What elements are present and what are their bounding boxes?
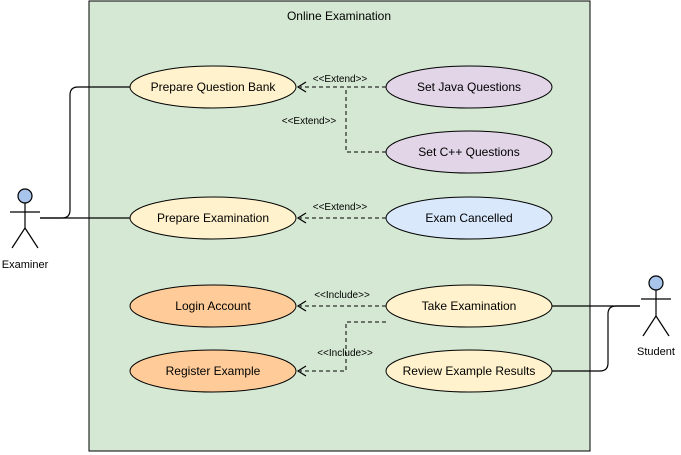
include-login-label: <<Include>> (314, 290, 370, 301)
student-to-review-results-link (551, 305, 640, 372)
use-case-review-example-results[interactable]: Review Example Results (385, 349, 553, 393)
extend-cancel-label: <<Extend>> (313, 202, 368, 213)
system-title: Online Examination (287, 9, 391, 23)
extend-cpp-label: <<Extend>> (282, 116, 337, 127)
include-register-link (300, 321, 386, 372)
actor-label: Student (637, 346, 675, 358)
extend-java-label: <<Extend>> (313, 74, 368, 85)
use-case-set-java-questions[interactable]: Set Java Questions (385, 65, 553, 109)
stick-figure-icon (641, 275, 671, 337)
extend-cancel-arrowhead (296, 212, 307, 224)
use-case-label: Set C++ Questions (418, 145, 519, 159)
use-case-label: Set Java Questions (417, 80, 521, 94)
actor-student[interactable]: Student (637, 275, 675, 358)
use-case-label: Review Example Results (403, 364, 536, 378)
extend-java-arrowhead (296, 81, 307, 93)
use-case-label: Register Example (166, 364, 261, 378)
use-case-exam-cancelled[interactable]: Exam Cancelled (385, 196, 553, 240)
include-register-arrowhead (296, 365, 307, 377)
use-case-prepare-question-bank[interactable]: Prepare Question Bank (129, 65, 297, 109)
use-case-take-examination[interactable]: Take Examination (385, 284, 553, 328)
actor-label: Examiner (2, 259, 49, 271)
stick-figure-icon (10, 188, 40, 249)
use-case-label: Take Examination (422, 299, 517, 313)
use-case-login-account[interactable]: Login Account (129, 284, 297, 328)
include-login-arrowhead (296, 300, 307, 312)
use-case-prepare-examination[interactable]: Prepare Examination (129, 196, 297, 240)
include-register-label: <<Include>> (317, 348, 373, 359)
use-case-set-cpp-questions[interactable]: Set C++ Questions (385, 130, 553, 174)
use-case-register-example[interactable]: Register Example (129, 349, 297, 393)
use-case-label: Prepare Examination (157, 211, 269, 225)
use-case-label: Prepare Question Bank (151, 80, 277, 94)
actor-examiner[interactable]: Examiner (2, 188, 49, 271)
use-case-label: Login Account (175, 299, 251, 313)
use-case-label: Exam Cancelled (425, 211, 512, 225)
